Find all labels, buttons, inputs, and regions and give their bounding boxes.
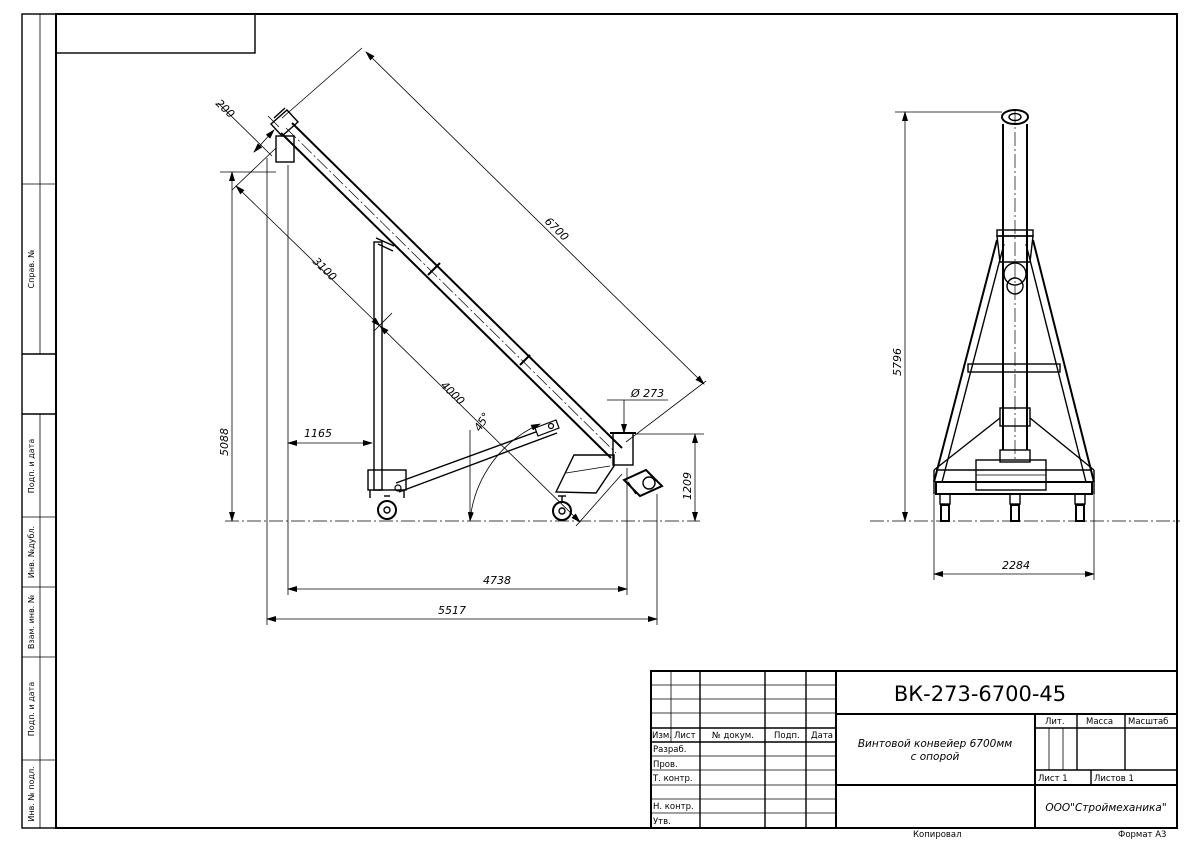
front-view	[933, 109, 1095, 522]
title-block: ВК-273-6700-45 Винтовой конвейер 6700мм …	[650, 670, 1178, 829]
dim-1209: 1209	[681, 472, 694, 500]
drawing-designation: ВК-273-6700-45	[894, 682, 1066, 706]
dim-2284: 2284	[1002, 559, 1030, 572]
cell-list-no: Лист 1	[1038, 774, 1068, 784]
dim-5088: 5088	[218, 428, 231, 456]
col-doc: № докум.	[712, 731, 754, 741]
dim-200: 200	[213, 97, 237, 121]
col-list: Лист	[674, 731, 696, 741]
dim-5796: 5796	[891, 348, 904, 376]
drawing-name-line1: Винтовой конвейер 6700мм	[858, 738, 1012, 750]
row-tkontr: Т. контр.	[652, 774, 693, 784]
col-data: Дата	[811, 731, 833, 741]
footer-format: Формат А3	[1118, 830, 1166, 840]
dim-45-deg: 45°	[472, 410, 493, 433]
side-label-podp2: Подп. и дата	[27, 682, 36, 737]
footer-kopiroval: Копировал	[913, 830, 962, 840]
cell-masshtab: Масштаб	[1128, 717, 1168, 727]
side-label-inv-dubl: Инв. №дубл.	[27, 526, 36, 578]
row-razrab: Разраб.	[653, 745, 686, 755]
side-label-vzam: Взам. инв. №	[27, 594, 36, 649]
dim-3100: 3100	[310, 255, 339, 284]
cell-massa: Масса	[1086, 717, 1113, 727]
row-utv: Утв.	[653, 817, 671, 827]
front-dimensions: 5796 2284	[891, 111, 1095, 580]
dim-4738: 4738	[483, 574, 511, 587]
dim-4000: 4000	[438, 379, 467, 408]
col-izm: Изм.	[652, 731, 672, 741]
cell-listov: Листов 1	[1094, 774, 1134, 784]
col-podp: Подп.	[774, 731, 800, 741]
cell-lit: Лит.	[1045, 717, 1065, 727]
side-label-inv-podl: Инв. № подл.	[27, 766, 36, 821]
side-dimensions: 200 6700 3100 4000 45° Ø 273 1165 5088	[213, 47, 707, 625]
side-stamp: Справ. № Подп. и дата Инв. №дубл. Взам. …	[22, 14, 56, 828]
company-name: ООО"Строймеханика"	[1045, 802, 1166, 814]
side-view	[269, 107, 664, 521]
row-prov: Пров.	[653, 760, 678, 770]
drawing-name-line2: с опорой	[911, 751, 960, 763]
side-label-podp1: Подп. и дата	[27, 439, 36, 494]
row-nkontr: Н. контр.	[653, 802, 694, 812]
dim-1165: 1165	[304, 427, 332, 440]
sheet-frame	[21, 13, 1178, 829]
side-label-sprav: Справ. №	[27, 249, 36, 289]
dim-273: Ø 273	[630, 387, 664, 400]
dim-5517: 5517	[438, 604, 466, 617]
